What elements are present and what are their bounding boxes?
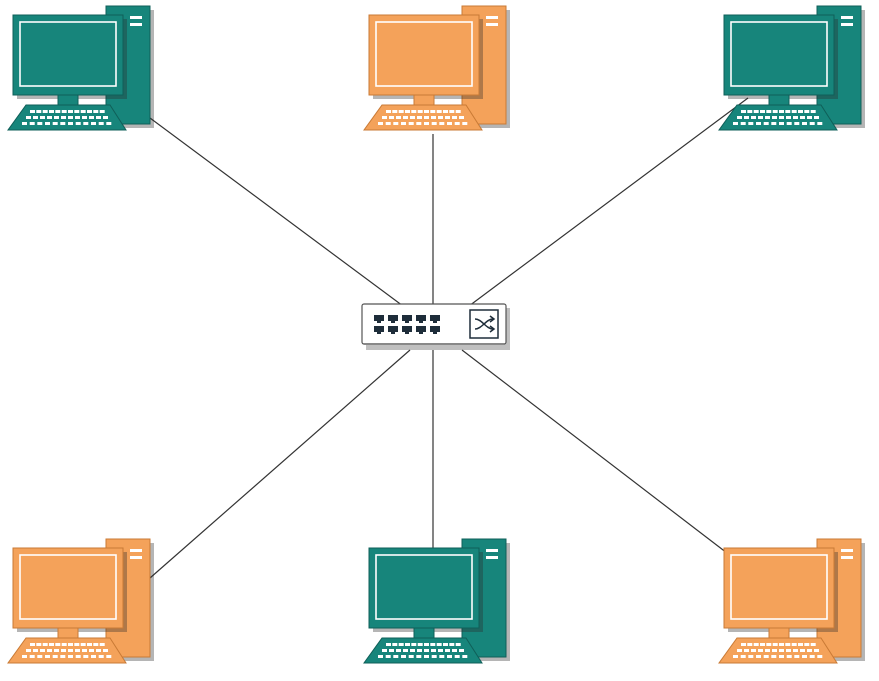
switch-port xyxy=(430,326,440,334)
hub-layer xyxy=(361,303,510,350)
switch-port xyxy=(388,315,398,323)
switch-port xyxy=(416,326,426,334)
switch-port xyxy=(416,315,426,323)
computer-top-right[interactable] xyxy=(718,5,865,131)
link-computer-top-left xyxy=(149,117,404,307)
computer-bottom-center[interactable] xyxy=(363,538,510,664)
crossover-arrows-icon xyxy=(469,309,499,339)
link-computer-bottom-left xyxy=(149,349,411,579)
link-computer-bottom-right xyxy=(461,349,728,554)
computer-top-center[interactable] xyxy=(363,5,510,131)
computer-bottom-left[interactable] xyxy=(7,538,154,664)
computer-keyboard xyxy=(7,104,127,131)
computer-keyboard xyxy=(363,104,483,131)
computer-keyboard xyxy=(7,637,127,664)
switch-port xyxy=(402,315,412,323)
computer-keyboard xyxy=(363,637,483,664)
links-layer xyxy=(149,97,749,579)
switch-port xyxy=(402,326,412,334)
switch-port xyxy=(388,326,398,334)
switch-port xyxy=(374,326,384,334)
computer-keyboard xyxy=(718,637,838,664)
computer-bottom-right[interactable] xyxy=(718,538,865,664)
nodes-layer xyxy=(7,5,865,664)
switch-port xyxy=(374,315,384,323)
computer-top-left[interactable] xyxy=(7,5,154,131)
switch-port xyxy=(430,315,440,323)
link-computer-top-right xyxy=(468,97,749,307)
network-switch-icon[interactable] xyxy=(361,303,510,350)
computer-keyboard xyxy=(718,104,838,131)
